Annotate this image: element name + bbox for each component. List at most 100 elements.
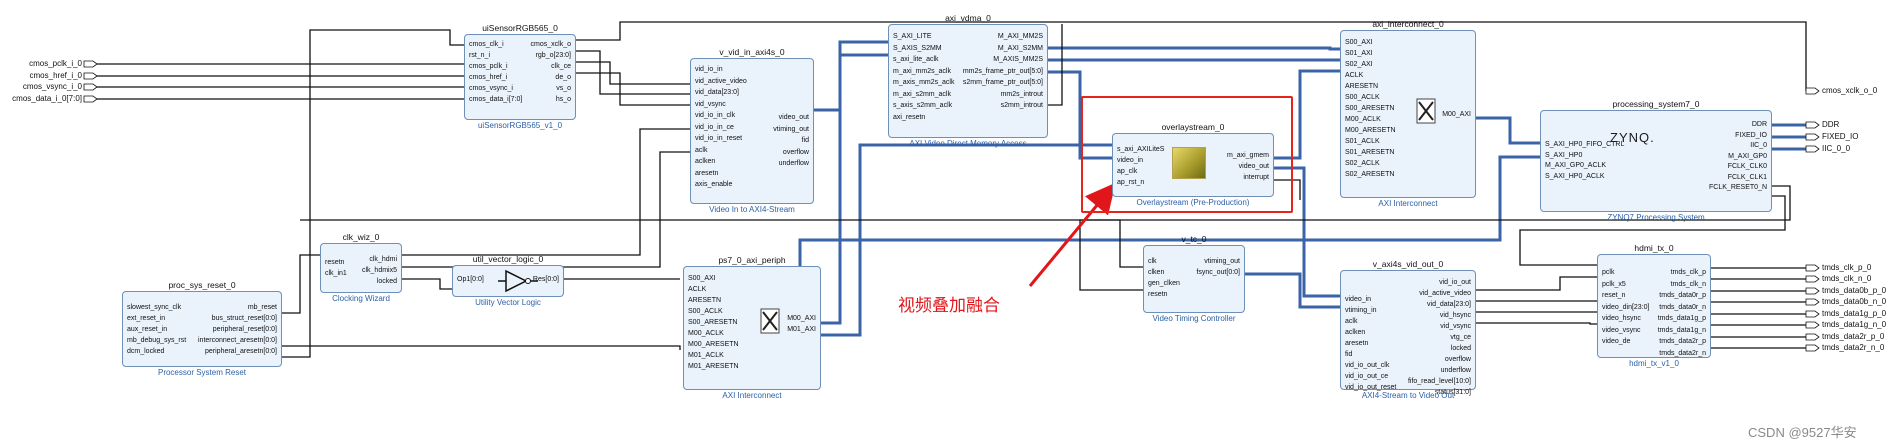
wire xyxy=(1476,322,1597,325)
ip-block-util-vector-logic-0[interactable] xyxy=(452,265,564,297)
output-port-label: s2mm_introut xyxy=(1000,102,1043,109)
external-output-port[interactable]: IIC_0_0 xyxy=(1822,144,1851,153)
output-port-label: M01_AXI xyxy=(787,326,816,333)
output-port-label: tmds_data2r_n xyxy=(1659,349,1706,357)
annotation-label: 视频叠加融合 xyxy=(898,296,1000,316)
input-port-label: S_AXI_LITE xyxy=(893,33,932,40)
input-port-label: S02_AXI xyxy=(1345,61,1373,68)
ip-block-uiSensorRGB565-0[interactable] xyxy=(464,34,576,120)
input-port-label: M01_ARESETN xyxy=(688,363,739,370)
external-input-port[interactable]: cmos_pclk_i_0 xyxy=(29,59,82,68)
input-port-label: mb_debug_sys_rst xyxy=(127,337,187,344)
input-port-label: video_in xyxy=(1117,157,1144,164)
input-port-label: ARESETN xyxy=(688,297,722,304)
input-port-label: S02_ARESETN xyxy=(1345,171,1395,178)
input-port-label: vid_io_in_reset xyxy=(695,135,743,142)
block-subtitle: AXI Interconnect xyxy=(722,391,782,400)
output-port-label: tmds_data1g_p xyxy=(1657,315,1706,322)
external-input-port[interactable]: cmos_data_i_0[7:0] xyxy=(12,94,82,103)
input-port-label: cmos_vsync_i xyxy=(469,85,513,92)
ip-block-processing-system7-0[interactable] xyxy=(1540,110,1772,212)
ip-block-v-tc-0[interactable] xyxy=(1143,245,1245,313)
input-port-label: m_axi_mm2s_aclk xyxy=(893,67,951,75)
output-port-label: mm2s_frame_ptr_out[5:0] xyxy=(962,67,1043,75)
output-port-label: mb_reset xyxy=(247,304,277,311)
input-port-label: cmos_clk_i xyxy=(469,41,504,48)
input-port-label: clken xyxy=(1148,269,1165,276)
port-connector-icon xyxy=(83,72,98,80)
input-port-label: dcm_locked xyxy=(127,348,165,355)
ip-block-ps7-0-axi-periph[interactable] xyxy=(683,266,821,390)
port-connector-icon xyxy=(1805,333,1820,341)
input-port-label: s_axi_lite_aclk xyxy=(893,56,939,63)
input-port-label: vid_io_out_reset xyxy=(1345,384,1397,391)
external-output-port[interactable]: FIXED_IO xyxy=(1822,132,1859,141)
external-output-port[interactable]: cmos_xclk_o_0 xyxy=(1822,86,1878,95)
input-port-label: m_axi_s2mm_aclk xyxy=(893,90,951,98)
block-subtitle: AXI4-Stream to Video Out xyxy=(1361,391,1455,400)
output-port-label: vid_io_out xyxy=(1439,279,1471,286)
wire xyxy=(1245,272,1340,309)
input-port-label: M00_ARESETN xyxy=(1345,127,1396,134)
external-output-port[interactable]: tmds_data0b_p_0 xyxy=(1822,286,1887,295)
output-port-label: cmos_xclk_o xyxy=(530,41,571,48)
input-port-label: vid_data[23:0] xyxy=(695,89,739,96)
output-port-label: FIXED_IO xyxy=(1735,131,1767,139)
output-port-label: vid_hsync xyxy=(1439,312,1471,319)
external-output-port[interactable]: tmds_data1g_p_0 xyxy=(1822,309,1887,318)
output-port-label: FCLK_CLK0 xyxy=(1727,163,1767,170)
crossbar-icon xyxy=(1416,98,1436,124)
port-connector-icon xyxy=(1805,133,1820,141)
overlaystream-highlight-frame xyxy=(1081,96,1293,213)
external-output-port[interactable]: tmds_clk_p_0 xyxy=(1822,263,1872,272)
block-title: v_tc_0 xyxy=(1181,234,1207,244)
input-port-label: ap_clk xyxy=(1117,168,1138,175)
port-connector-icon xyxy=(1805,275,1820,283)
input-port-label: S01_ARESETN xyxy=(1345,149,1395,156)
external-output-port[interactable]: tmds_data0b_n_0 xyxy=(1822,297,1887,306)
input-port-label: video_din[23:0] xyxy=(1602,303,1650,311)
output-port-label: tmds_data0r_p xyxy=(1659,292,1706,299)
input-port-label: aclk xyxy=(695,146,708,154)
output-port-label: tmds_data0r_n xyxy=(1659,303,1706,311)
external-output-port[interactable]: tmds_clk_n_0 xyxy=(1822,274,1872,283)
external-output-port[interactable]: tmds_data2r_n_0 xyxy=(1822,343,1885,352)
input-port-label: vid_io_out_ce xyxy=(1345,373,1389,380)
hls-logo-icon xyxy=(1172,147,1206,179)
input-port-label: S01_AXI xyxy=(1345,50,1373,57)
port-connector-icon xyxy=(1805,287,1820,295)
output-port-label: underflow xyxy=(1440,367,1471,374)
ip-block-hdmi-tx-0[interactable] xyxy=(1597,254,1711,358)
input-port-label: reset_n xyxy=(1602,292,1626,299)
output-port-label: bus_struct_reset[0:0] xyxy=(211,315,277,322)
output-port-label: tmds_data1g_n xyxy=(1657,326,1706,334)
output-port-label: hs_o xyxy=(555,96,571,103)
ip-block-axi-vdma-0[interactable] xyxy=(888,24,1048,138)
output-port-label: vid_active_video xyxy=(1419,290,1471,297)
block-title: uiSensorRGB565_0 xyxy=(482,23,558,33)
input-port-label: rst_n_i xyxy=(469,52,491,59)
input-port-label: vid_active_video xyxy=(695,77,747,85)
input-port-label: slowest_sync_clk xyxy=(127,304,182,311)
external-output-port[interactable]: tmds_data1g_n_0 xyxy=(1822,320,1887,329)
output-port-label: clk_hdmi xyxy=(369,256,397,263)
input-port-label: ap_rst_n xyxy=(1117,179,1145,186)
ip-block-proc-sys-reset-0[interactable] xyxy=(122,291,282,367)
ip-block-v-vid-in-axi4s-0[interactable] xyxy=(690,58,814,204)
external-input-port[interactable]: cmos_vsync_i_0 xyxy=(22,82,82,91)
external-input-port[interactable]: cmos_href_i_0 xyxy=(29,71,82,80)
output-port-label: M_AXI_MM2S xyxy=(997,33,1043,40)
input-port-label: fid xyxy=(1345,351,1353,358)
external-output-port[interactable]: DDR xyxy=(1822,120,1840,129)
output-port-label: clk_hdmix5 xyxy=(361,267,397,274)
block-subtitle: Video Timing Controller xyxy=(1152,314,1236,323)
ip-block-v-axi4s-vid-out-0[interactable] xyxy=(1340,270,1476,390)
output-port-label: peripheral_aresetn[0:0] xyxy=(205,348,277,355)
block-title: proc_sys_reset_0 xyxy=(168,280,236,290)
block-title: v_axi4s_vid_out_0 xyxy=(1372,259,1444,269)
input-port-label: s_axi_AXILiteS xyxy=(1117,146,1165,153)
output-port-label: vtiming_out xyxy=(1204,258,1240,265)
ip-block-axi-interconnect-0[interactable] xyxy=(1340,30,1476,198)
ip-block-clk-wiz-0[interactable] xyxy=(320,243,402,293)
external-output-port[interactable]: tmds_data2r_p_0 xyxy=(1822,332,1885,341)
